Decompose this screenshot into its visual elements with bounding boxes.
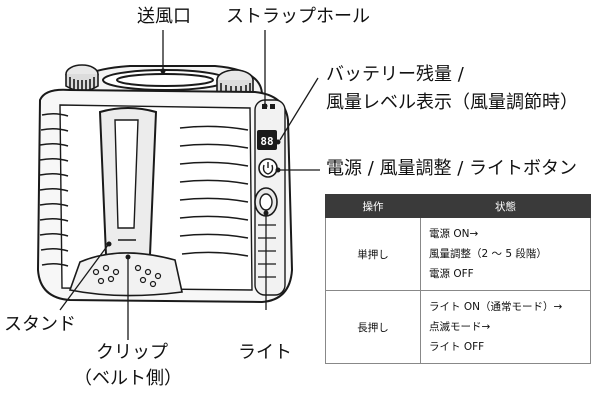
state-line: 点滅モード→: [429, 321, 491, 333]
left-knob: [65, 64, 99, 92]
display-digits: 88: [260, 135, 273, 148]
leader-lines: [59, 30, 320, 340]
row-states: ライト ON（通常モード）→ 点滅モード→ ライト OFF: [420, 290, 591, 364]
label-clip-line2: （ベルト側）: [74, 368, 182, 389]
state-line: ライト OFF: [429, 341, 485, 353]
table-row: 長押し ライト ON（通常モード）→ 点滅モード→ ライト OFF: [325, 290, 591, 364]
right-grille: [179, 125, 249, 257]
state-line: 風量調整（2 ～ 5 段階）: [429, 248, 547, 260]
state-line: ライト ON（通常モード）→: [429, 301, 563, 313]
label-battery-line1: バッテリー残量 /: [326, 64, 464, 85]
stand: [68, 252, 183, 297]
battery-display: [257, 130, 277, 150]
stand-holes: [92, 264, 162, 288]
label-stand: スタンド: [4, 314, 76, 335]
header-state: 状態: [420, 194, 591, 218]
label-battery-line2: 風量レベル表示（風量調節時）: [326, 92, 578, 113]
row-operation: 長押し: [325, 290, 421, 364]
row-operation: 単押し: [325, 217, 421, 291]
side-ribs: [258, 224, 276, 278]
left-grille: [39, 112, 69, 267]
handheld-fan-illustration: 88: [36, 64, 294, 304]
label-light: ライト: [238, 342, 292, 363]
label-clip-line1: クリップ: [96, 342, 168, 363]
header-operation: 操作: [325, 194, 421, 218]
label-strap-hole: ストラップホール: [226, 6, 370, 27]
label-vent: 送風口: [137, 6, 191, 27]
state-line: 電源 ON→: [429, 228, 479, 240]
table-row: 単押し 電源 ON→ 風量調整（2 ～ 5 段階） 電源 OFF: [325, 217, 591, 291]
row-states: 電源 ON→ 風量調整（2 ～ 5 段階） 電源 OFF: [420, 217, 591, 291]
button-operation-table: 操作 状態 単押し 電源 ON→ 風量調整（2 ～ 5 段階） 電源 OFF 長…: [325, 194, 591, 364]
state-line: 電源 OFF: [429, 268, 474, 280]
label-power-button: 電源 / 風量調整 / ライトボタン: [326, 158, 578, 179]
